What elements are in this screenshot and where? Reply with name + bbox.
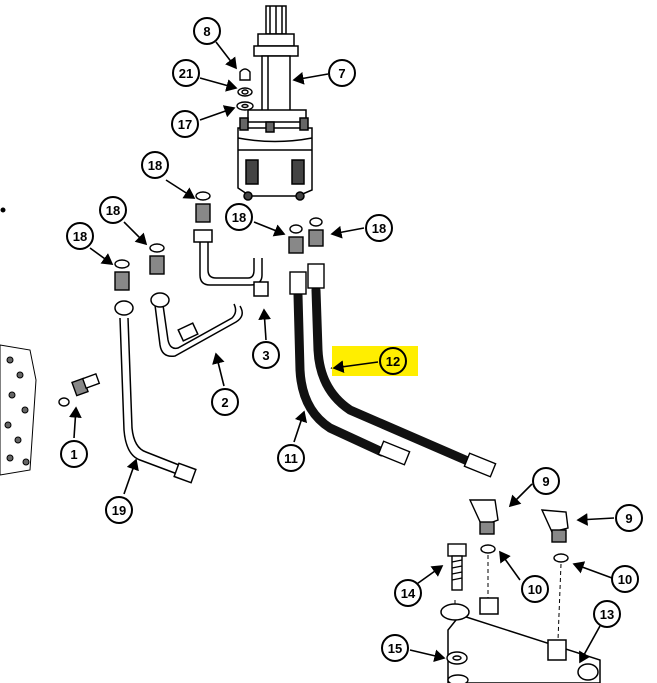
- hose-12: [311, 285, 475, 467]
- steering-valve-assembly: [237, 5, 313, 201]
- tube-19: [114, 300, 197, 484]
- callout-8-label: 8: [203, 24, 210, 39]
- callout-18-d: 18: [225, 203, 253, 231]
- callout-11-label: 11: [284, 451, 298, 466]
- callout-9a-label: 9: [542, 474, 549, 489]
- callout-11: 11: [277, 444, 305, 472]
- callout-17: 17: [171, 110, 199, 138]
- callout-1: 1: [60, 440, 88, 468]
- callout-15: 15: [381, 634, 409, 662]
- bolt: [447, 543, 467, 591]
- callout-2: 2: [211, 388, 239, 416]
- callout-1-label: 1: [70, 447, 77, 462]
- callout-18b-label: 18: [106, 203, 120, 218]
- callouts: 8 7 21 17 18 18 18 18 18 3 2 12 1 11 19 …: [60, 17, 643, 662]
- callout-12: 12: [379, 347, 407, 375]
- hose-end-fittings: [289, 263, 497, 478]
- callout-9-b: 9: [615, 504, 643, 532]
- callout-18e-label: 18: [372, 221, 386, 236]
- callout-18-e: 18: [365, 214, 393, 242]
- callout-18c-label: 18: [73, 229, 87, 244]
- callout-10b-label: 10: [618, 572, 632, 587]
- steering-cylinder: [440, 597, 601, 683]
- o-rings-10: [480, 544, 569, 563]
- callout-14: 14: [394, 579, 422, 607]
- callout-14-label: 14: [401, 586, 416, 601]
- callout-3: 3: [252, 341, 280, 369]
- callout-19-label: 19: [112, 503, 126, 518]
- callout-18-c: 18: [66, 222, 94, 250]
- callout-19: 19: [105, 496, 133, 524]
- tube-2: [150, 292, 243, 358]
- callout-13-label: 13: [600, 607, 614, 622]
- callout-21: 21: [172, 59, 200, 87]
- callout-18a-label: 18: [148, 158, 162, 173]
- bottom-nut: [447, 674, 469, 683]
- callout-9-a: 9: [532, 467, 560, 495]
- hose-11: [293, 290, 387, 457]
- callout-13: 13: [593, 600, 621, 628]
- callout-10-a: 10: [521, 575, 549, 603]
- callout-7-label: 7: [338, 66, 345, 81]
- callout-7: 7: [328, 59, 356, 87]
- callout-2-label: 2: [221, 395, 228, 410]
- partial-valve-block: [0, 207, 37, 476]
- elbow-fittings: [468, 499, 569, 543]
- leader-lines: [68, 41, 615, 664]
- callout-12-label: 12: [386, 354, 400, 369]
- cap-nut: [239, 68, 251, 81]
- o-ring-fittings: [114, 191, 324, 291]
- callout-10a-label: 10: [528, 582, 542, 597]
- callout-21-label: 21: [179, 66, 193, 81]
- callout-9b-label: 9: [625, 511, 632, 526]
- callout-17-label: 17: [178, 117, 192, 132]
- callout-15-label: 15: [388, 641, 402, 656]
- callout-10-b: 10: [611, 565, 639, 593]
- tube-3: [193, 229, 269, 297]
- callout-18-b: 18: [99, 196, 127, 224]
- washer-15: [446, 651, 468, 665]
- hex-nut: [237, 87, 253, 97]
- callout-18d-label: 18: [232, 210, 246, 225]
- callout-3-label: 3: [262, 348, 269, 363]
- callout-18-a: 18: [141, 151, 169, 179]
- lock-washer: [236, 101, 254, 111]
- callout-8: 8: [193, 17, 221, 45]
- fitting-1: [58, 373, 101, 407]
